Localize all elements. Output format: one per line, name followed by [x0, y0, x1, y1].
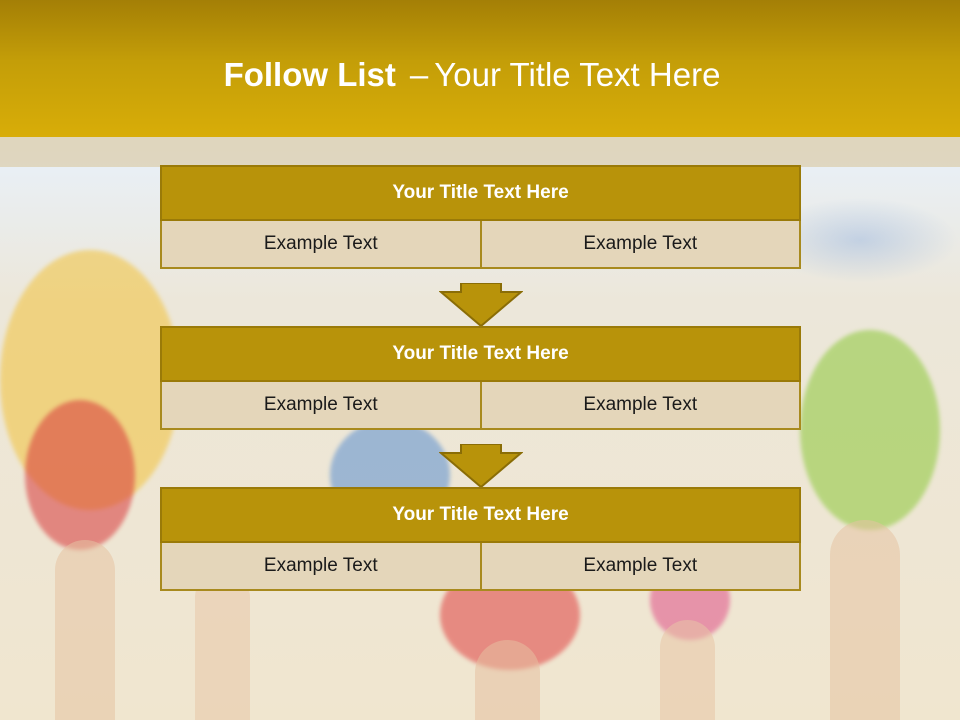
block-cell-right: Example Text [481, 382, 801, 430]
slide-title: Follow List–Your Title Text Here [0, 52, 944, 98]
bg-arm [660, 620, 715, 720]
block-row: Example Text Example Text [160, 382, 801, 430]
slide-title-rest: Your Title Text Here [434, 56, 721, 93]
bg-red-hand [25, 400, 135, 550]
block-cell-left: Example Text [160, 382, 482, 430]
slide-title-bold: Follow List [223, 56, 396, 93]
down-arrow-icon [439, 283, 523, 327]
block-cell-right: Example Text [481, 543, 801, 591]
list-block-2: Your Title Text Here Example Text Exampl… [160, 326, 801, 430]
block-title: Your Title Text Here [160, 326, 801, 382]
bg-arm [830, 520, 900, 720]
title-bar [0, 0, 960, 137]
slide-title-separator: – [409, 56, 429, 93]
block-cell-right: Example Text [481, 221, 801, 269]
list-block-1: Your Title Text Here Example Text Exampl… [160, 165, 801, 269]
title-bar-shadow-band [0, 137, 960, 167]
block-row: Example Text Example Text [160, 543, 801, 591]
block-title: Your Title Text Here [160, 165, 801, 221]
bg-arm [195, 570, 250, 720]
block-cell-left: Example Text [160, 543, 482, 591]
down-arrow-icon [439, 444, 523, 488]
bg-arm [55, 540, 115, 720]
bg-green-hand [800, 330, 940, 530]
block-cell-left: Example Text [160, 221, 482, 269]
list-block-3: Your Title Text Here Example Text Exampl… [160, 487, 801, 591]
block-title: Your Title Text Here [160, 487, 801, 543]
block-row: Example Text Example Text [160, 221, 801, 269]
bg-arm [475, 640, 540, 720]
